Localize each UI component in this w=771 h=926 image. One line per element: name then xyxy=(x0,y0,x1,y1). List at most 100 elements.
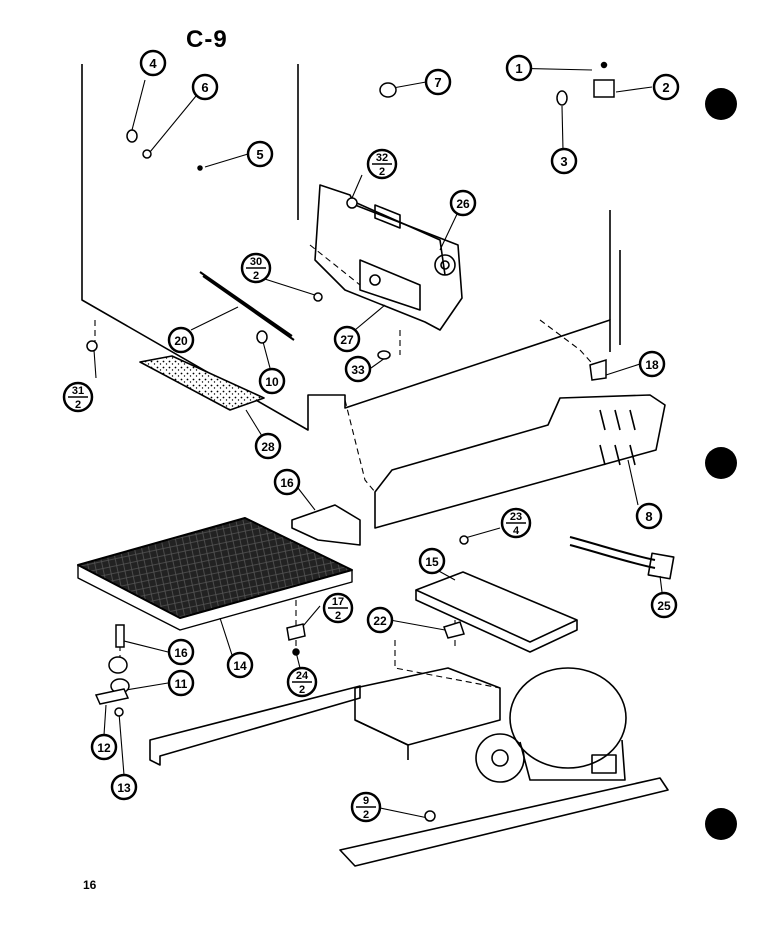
control-housing xyxy=(314,184,463,331)
callout-28: 28 xyxy=(254,432,282,460)
callout-10: 10 xyxy=(258,367,286,395)
svg-text:16: 16 xyxy=(280,476,294,490)
svg-text:22: 22 xyxy=(373,614,387,628)
svg-text:8: 8 xyxy=(645,509,652,524)
binder-hole-bottom xyxy=(705,808,737,840)
callout-9-2: 92 xyxy=(350,791,382,823)
part-23-screw xyxy=(459,535,469,545)
svg-text:14: 14 xyxy=(233,659,247,673)
svg-text:4: 4 xyxy=(513,525,520,537)
svg-text:10: 10 xyxy=(265,375,279,389)
callout-26: 26 xyxy=(449,189,477,217)
part-4-washer xyxy=(126,129,138,143)
svg-text:2: 2 xyxy=(335,610,341,622)
svg-text:28: 28 xyxy=(261,440,275,454)
svg-text:7: 7 xyxy=(434,75,441,90)
part-24-screw xyxy=(292,648,300,656)
callout-11: 11 xyxy=(167,669,195,697)
power-cord xyxy=(569,536,675,580)
svg-text:33: 33 xyxy=(351,363,365,377)
svg-text:32: 32 xyxy=(376,152,388,164)
part-18-bracket xyxy=(589,358,607,381)
svg-text:12: 12 xyxy=(97,741,111,755)
svg-text:26: 26 xyxy=(456,197,470,211)
part-30-screw xyxy=(313,292,323,302)
callout-7: 7 xyxy=(424,68,452,96)
svg-text:18: 18 xyxy=(645,358,659,372)
svg-text:11: 11 xyxy=(175,677,188,691)
part-1-screw xyxy=(600,61,608,69)
callout-31-2: 312 xyxy=(62,381,94,413)
callout-16-lower: 16 xyxy=(167,638,195,666)
defrost-tray xyxy=(415,571,578,653)
callout-12: 12 xyxy=(90,733,118,761)
callout-16-upper: 16 xyxy=(273,468,301,496)
callout-22: 22 xyxy=(366,606,394,634)
callout-18: 18 xyxy=(638,350,666,378)
callout-17-2: 172 xyxy=(322,592,354,624)
callout-8: 8 xyxy=(635,502,663,530)
rear-panel xyxy=(374,394,666,529)
svg-text:20: 20 xyxy=(174,334,188,348)
page-number: 16 xyxy=(83,878,97,892)
part-3-grommet xyxy=(556,90,568,106)
left-rail xyxy=(149,685,361,766)
callout-25: 25 xyxy=(650,591,678,619)
compressor xyxy=(475,667,627,783)
callout-27: 27 xyxy=(333,325,361,353)
svg-text:3: 3 xyxy=(560,154,567,169)
callout-1: 1 xyxy=(505,54,533,82)
svg-text:16: 16 xyxy=(174,646,188,660)
part-10-clip xyxy=(256,330,268,344)
callout-4: 4 xyxy=(139,49,167,77)
svg-text:27: 27 xyxy=(340,333,354,347)
part-7-knob xyxy=(379,82,397,98)
binder-hole-middle xyxy=(705,447,737,479)
svg-text:31: 31 xyxy=(72,385,84,397)
part-5-screw xyxy=(197,165,203,171)
part-19-bolt xyxy=(115,624,125,648)
svg-text:24: 24 xyxy=(296,670,309,682)
callout-2: 2 xyxy=(652,73,680,101)
callout-20: 20 xyxy=(167,326,195,354)
binder-hole-top xyxy=(705,88,737,120)
svg-text:30: 30 xyxy=(250,256,262,268)
svg-text:15: 15 xyxy=(425,555,439,569)
svg-text:5: 5 xyxy=(256,147,263,162)
condenser-coil xyxy=(77,517,353,619)
svg-text:2: 2 xyxy=(253,270,259,282)
part-11-grommet xyxy=(108,656,128,674)
callout-6: 6 xyxy=(191,73,219,101)
svg-text:2: 2 xyxy=(75,399,81,411)
svg-text:25: 25 xyxy=(657,599,671,613)
part-12-plate xyxy=(94,688,130,705)
svg-text:6: 6 xyxy=(201,80,208,95)
part-9-screw xyxy=(424,810,436,822)
callout-3: 3 xyxy=(550,147,578,175)
callout-23-4: 234 xyxy=(500,507,532,539)
svg-text:9: 9 xyxy=(363,795,369,807)
callout-32-2: 322 xyxy=(366,148,398,180)
svg-text:2: 2 xyxy=(379,166,385,178)
svg-text:23: 23 xyxy=(510,511,522,523)
part-31-screw xyxy=(86,340,98,352)
callout-30-2: 302 xyxy=(240,252,272,284)
callout-14: 14 xyxy=(226,651,254,679)
heater-wire xyxy=(199,271,295,341)
svg-text:1: 1 xyxy=(515,61,522,76)
bottom-rail xyxy=(339,777,669,867)
svg-text:2: 2 xyxy=(363,809,369,821)
part-2-clip xyxy=(593,79,615,98)
svg-text:13: 13 xyxy=(117,781,131,795)
base-plate xyxy=(354,667,501,760)
callout-24-2: 242 xyxy=(286,666,318,698)
svg-text:2: 2 xyxy=(299,684,305,696)
part-22-clip xyxy=(443,621,465,639)
svg-text:17: 17 xyxy=(332,596,344,608)
callout-33: 33 xyxy=(344,355,372,383)
svg-text:2: 2 xyxy=(662,80,669,95)
part-17-clip xyxy=(286,623,306,641)
callout-13: 13 xyxy=(110,773,138,801)
drain-pan xyxy=(139,355,265,411)
